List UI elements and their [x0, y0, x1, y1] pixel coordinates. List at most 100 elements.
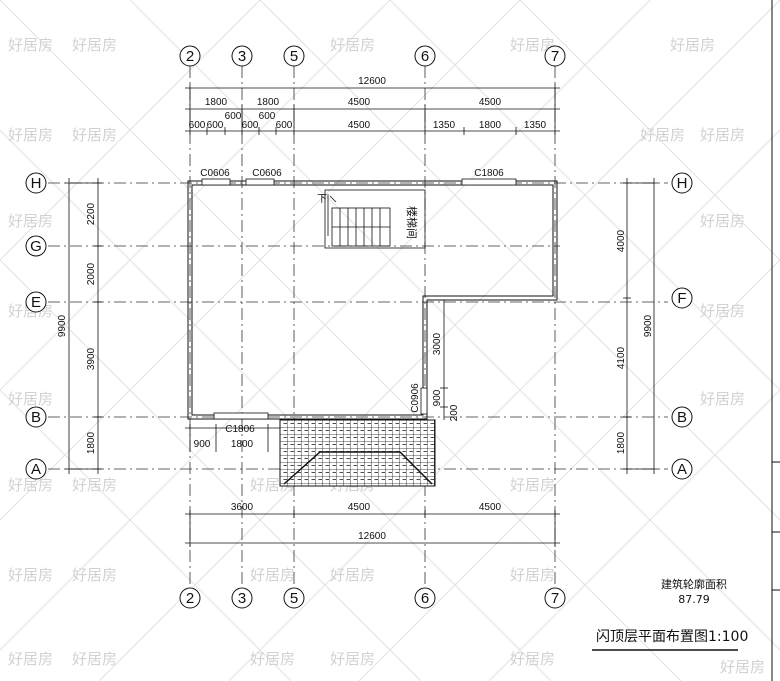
dim-left-total: 9900	[57, 314, 68, 337]
stair-down-text: 下	[317, 194, 327, 205]
dim-top-row1: 1800	[205, 97, 228, 108]
window-label: C1806	[225, 424, 255, 435]
axis-label-left: H	[31, 175, 42, 192]
dimension-text-right: 4000 4100 1800 9900	[616, 229, 654, 454]
watermark-text: 好居房	[8, 650, 53, 668]
axis-bubbles-left: H G E B A	[25, 172, 47, 480]
axis-label-top: 6	[421, 48, 429, 65]
watermark-text: 好居房	[250, 650, 295, 668]
building-outline	[187, 180, 558, 420]
axis-label-top: 5	[290, 48, 298, 65]
dim-top-row1: 4500	[479, 97, 502, 108]
dim-left-part: 2000	[86, 262, 97, 285]
axis-label-bottom: 7	[551, 590, 559, 607]
axis-label-left: A	[31, 461, 41, 478]
dim-bottom-row1: 4500	[348, 502, 371, 513]
stair-label: 楼梯间	[405, 206, 419, 239]
watermark-text: 好居房	[330, 650, 375, 668]
axis-bubbles-right: H F B A	[671, 172, 693, 480]
axis-label-left: E	[31, 294, 41, 311]
axis-label-right: F	[677, 290, 686, 307]
dimension-lines-left	[65, 178, 102, 474]
dim-top-row2: 600	[259, 111, 276, 122]
watermark-text: 好居房	[8, 476, 53, 494]
dim-inner: 200	[449, 404, 460, 421]
watermark-text: 好居房	[510, 476, 555, 494]
dim-left-part: 1800	[86, 431, 97, 454]
watermark-text: 好居房	[510, 650, 555, 668]
dim-top-row1: 4500	[348, 97, 371, 108]
dimension-lines-top	[185, 84, 560, 135]
axis-label-right: A	[677, 461, 687, 478]
dim-top-row2: 1800	[479, 120, 502, 131]
axis-label-left: G	[30, 238, 42, 255]
watermark-text: 好居房	[72, 126, 117, 144]
dim-top-row2: 4500	[348, 120, 371, 131]
axis-label-top: 2	[186, 48, 194, 65]
watermark-text: 好居房	[640, 126, 685, 144]
dimension-text-inner: 3000 900 200	[432, 332, 460, 421]
dim-right-total: 9900	[643, 314, 654, 337]
drawing-title: 闪顶层平面布置图1:100	[596, 629, 748, 645]
watermark-text: 好居房	[510, 36, 555, 54]
watermark-text: 好居房	[700, 302, 745, 320]
area-label: 建筑轮廓面积	[661, 577, 727, 591]
dim-right-part: 1800	[616, 431, 627, 454]
dim-top-row2: 600	[276, 120, 293, 131]
axis-label-bottom: 3	[238, 590, 246, 607]
axis-label-right: H	[677, 175, 688, 192]
dim-top-row2: 600	[225, 111, 242, 122]
dim-top-row2: 1350	[433, 120, 456, 131]
axis-label-bottom: 6	[421, 590, 429, 607]
axis-label-top: 7	[551, 48, 559, 65]
axis-label-right: B	[677, 409, 687, 426]
watermark-text: 好居房	[330, 566, 375, 584]
axis-bubbles-bottom: 2 3 5 6 7	[179, 587, 566, 609]
dim-left-part: 2200	[86, 202, 97, 225]
watermark-text: 好居房	[8, 566, 53, 584]
title-block	[771, 0, 780, 681]
corner-logo: 好居房	[720, 658, 765, 676]
dim-bottom-row1: 4500	[479, 502, 502, 513]
dim-top-row2: 600	[189, 120, 206, 131]
dimension-text-left: 9900 2200 2000 3900 1800	[57, 202, 97, 454]
watermark-text: 好居房	[700, 390, 745, 408]
watermark-text: 好居房	[8, 126, 53, 144]
dim-top-row2: 600	[207, 120, 224, 131]
axis-bubbles-top: 2 3 5 6 7	[179, 45, 566, 67]
area-value: 87.79	[678, 593, 710, 606]
watermark-text: 好居房	[72, 476, 117, 494]
dim-left-part: 3900	[86, 347, 97, 370]
watermark-text: 好居房	[72, 566, 117, 584]
window-label: C1806	[474, 168, 504, 179]
dim-top-row2: 1350	[524, 120, 547, 131]
window-label: C0906	[410, 383, 421, 413]
watermark-text: 好居房	[700, 126, 745, 144]
watermark-text: 好居房	[330, 36, 375, 54]
dim-inner: 900	[432, 389, 443, 406]
dim-bottom-total: 12600	[358, 531, 386, 542]
dimension-lines-right	[623, 178, 658, 474]
axis-label-left: B	[31, 409, 41, 426]
window-label: C0606	[252, 168, 282, 179]
dim-bottom-window: 1800	[231, 439, 254, 450]
watermark-text: 好居房	[670, 36, 715, 54]
dimension-text-top: 12600 1800 1800 4500 4500 600 600 600 60…	[189, 76, 547, 131]
windows	[201, 178, 517, 420]
roof	[279, 419, 436, 487]
dimension-lines-inner	[440, 299, 448, 420]
watermark-text: 好居房	[510, 566, 555, 584]
watermark-text: 好居房	[72, 650, 117, 668]
watermark-text: 好居房	[72, 36, 117, 54]
watermark-text: 好居房	[8, 390, 53, 408]
axis-label-top: 3	[238, 48, 246, 65]
dim-right-part: 4000	[616, 229, 627, 252]
watermark-text: 好居房	[700, 212, 745, 230]
watermark-text: 好居房	[8, 36, 53, 54]
dim-top-row1: 1800	[257, 97, 280, 108]
stair	[324, 189, 426, 249]
window-label: C0606	[200, 168, 230, 179]
